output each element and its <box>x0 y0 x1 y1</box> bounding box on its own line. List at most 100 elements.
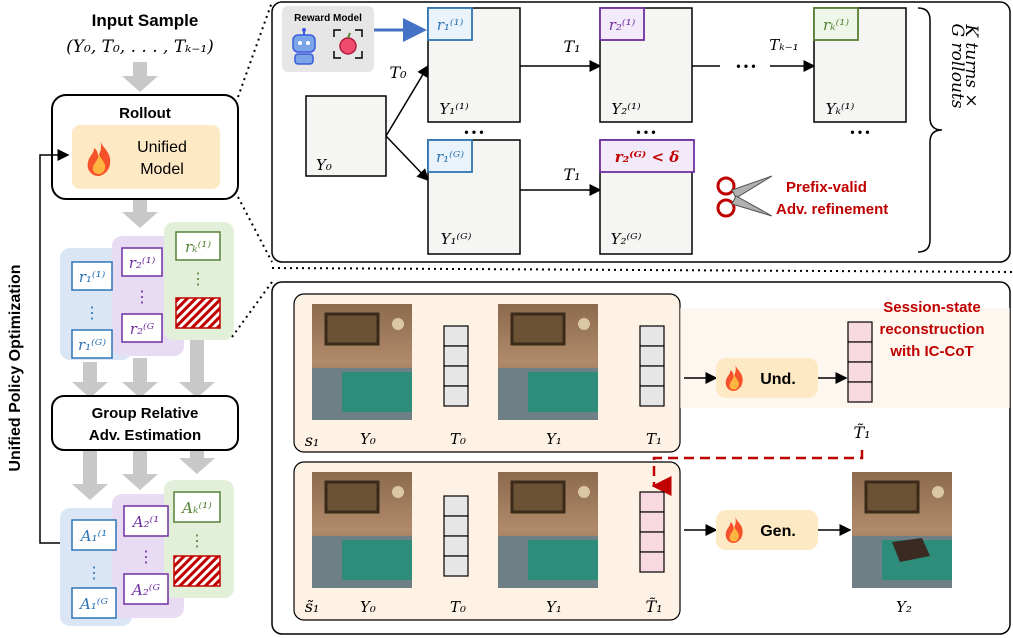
session-line1: Session-state <box>883 299 981 316</box>
adv-g1-box <box>173 491 221 523</box>
t0-label-bottom: T₀ <box>450 598 466 616</box>
bedroom-image-y1-bottom <box>498 472 598 588</box>
reward-g1: rₖ⁽¹⁾ <box>185 238 211 256</box>
r11-label: r₁⁽¹⁾ <box>437 16 464 34</box>
grae-line2: Adv. Estimation <box>89 427 201 444</box>
reward-model-label: Reward Model <box>294 13 362 24</box>
reward-g1-box <box>175 231 221 261</box>
y1-label-bottom: Y₁ <box>546 598 562 616</box>
top-panel-frame <box>271 1 1011 263</box>
dots-col3: • • • <box>850 125 869 139</box>
gen-label: Gen. <box>760 523 796 540</box>
reward-p1: r₂⁽¹⁾ <box>129 254 156 272</box>
reward-p2: r₂⁽ᴳ <box>130 320 155 338</box>
input-sequence: (Y₀, T₀, . . . , Tₖ₋₁) <box>66 37 214 57</box>
adv-p2-box <box>123 573 169 605</box>
s1-tilde-label: s̃₁ <box>305 597 320 616</box>
tk1-label: Tₖ₋₁ <box>769 36 798 54</box>
token-stack-t1tilde-bottom <box>639 491 665 573</box>
yk1-label: Yₖ⁽¹⁾ <box>826 100 855 118</box>
branch-arrow-down <box>385 135 430 182</box>
adv-b2-box <box>71 587 117 619</box>
reward-b1: r₁⁽¹⁾ <box>79 268 106 286</box>
adv-p1: A₂⁽¹ <box>131 513 160 531</box>
fire-icon <box>725 516 743 543</box>
reward-b-dots: ⋮ <box>84 305 100 322</box>
dots-col1: • • • <box>464 125 483 139</box>
token-stack-t1-top <box>639 325 665 407</box>
adv-p2: A₂⁽ᴳ <box>130 581 161 599</box>
branch-arrow-up <box>385 64 429 137</box>
upo-label: Unified Policy Optimization <box>7 264 24 471</box>
prefix-line1: Prefix-valid <box>786 179 867 196</box>
prefix-line2: Adv. refinement <box>776 201 888 218</box>
reward-g-pruned <box>175 297 221 329</box>
grae-line1: Group Relative <box>92 405 199 422</box>
y21-label: Y₂⁽¹⁾ <box>611 100 641 118</box>
reward-b1-box <box>71 261 113 291</box>
unified-model-box <box>72 125 220 189</box>
r11-box <box>427 7 473 41</box>
r1g-box <box>427 139 473 173</box>
adv-g-pruned <box>173 555 221 587</box>
t0-label: T₀ <box>389 63 407 82</box>
y1g-label: Y₁⁽ᴳ⁾ <box>441 230 472 248</box>
flow-arrows <box>72 62 215 500</box>
adv-p-dots: ⋮ <box>138 549 154 566</box>
rollout-title: Rollout <box>119 105 171 122</box>
adv-p1-box <box>123 505 169 537</box>
und-label: Und. <box>760 371 796 388</box>
r2g-label: r₂⁽ᴳ⁾ < δ <box>615 148 680 166</box>
y1-label-top: Y₁ <box>546 430 562 448</box>
feedback-loop <box>39 149 70 544</box>
scissors-icon <box>716 175 773 218</box>
left-panel: Input Sample (Y₀, T₀, . . . , Tₖ₋₁) Roll… <box>7 11 239 626</box>
unified-model-line1: Unified <box>137 139 187 156</box>
session-line3: with IC-CoT <box>889 343 973 360</box>
r21-box <box>599 7 645 41</box>
unified-model-line2: Model <box>140 161 184 178</box>
token-stack-t0-top <box>443 325 469 407</box>
bedroom-image-y2 <box>852 472 952 588</box>
reward-p-dots: ⋮ <box>134 289 150 306</box>
adv-g-dots: ⋮ <box>189 533 205 550</box>
bottom-panel: Session-state reconstruction with IC-CoT… <box>271 281 1011 635</box>
apple-scan-icon <box>333 29 363 59</box>
t1-label-top: T₁ <box>646 430 662 448</box>
adv-b1: A₁⁽¹ <box>79 527 108 545</box>
t1tilde-label-top: T̃₁ <box>853 423 870 442</box>
r2g-box <box>599 139 695 173</box>
t1-label-bottom: T₁ <box>563 165 580 184</box>
bedroom-image-y0-top <box>312 304 412 420</box>
bedroom-image-y0-bottom <box>312 472 412 588</box>
und-box <box>716 358 818 398</box>
reward-p2-box <box>121 313 163 343</box>
reconstruction-link <box>651 450 864 496</box>
adv-b1-box <box>71 519 117 551</box>
reward-p1-box <box>121 247 163 277</box>
reward-g-dots: ⋮ <box>190 271 206 288</box>
t0-label-top: T₀ <box>450 430 466 448</box>
gen-box <box>716 510 818 550</box>
adv-b2: A₁⁽ᴳ <box>78 595 109 613</box>
token-stack-t0-bottom <box>443 495 469 577</box>
y0-label-bottom: Y₀ <box>360 598 376 616</box>
token-stack-t1tilde-top <box>847 321 873 403</box>
reward-b2: r₁⁽ᴳ⁾ <box>78 336 106 354</box>
side-label-line1: K turns × <box>961 23 981 107</box>
fire-icon <box>87 140 111 176</box>
robot-icon <box>292 28 316 65</box>
t1tilde-label-bottom: T̃₁ <box>645 597 662 616</box>
y2-label: Y₂ <box>896 598 912 616</box>
rk1-box <box>813 7 859 41</box>
s1-label: s₁ <box>305 431 320 450</box>
reward-b2-box <box>71 329 113 359</box>
r1g-label: r₁⁽ᴳ⁾ <box>436 148 464 166</box>
group-relative-box <box>51 395 239 451</box>
y0-image <box>305 95 387 177</box>
y0-label: Y₀ <box>316 156 332 174</box>
zoom-lines <box>231 1 1013 338</box>
row1-dots: • • • <box>736 59 755 73</box>
t1-label-top: T₁ <box>563 37 580 56</box>
right-brace <box>917 7 943 253</box>
